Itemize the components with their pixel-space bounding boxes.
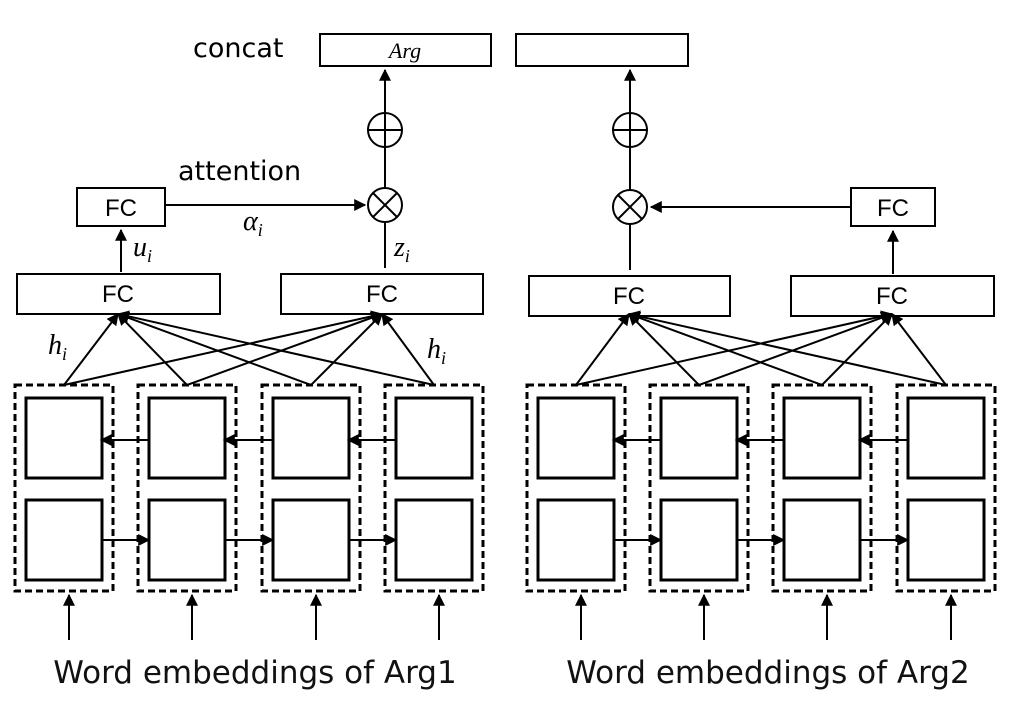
fc-box-left-1 (16, 273, 221, 315)
right-cell-forward-1 (536, 498, 616, 582)
z-label: zi (393, 232, 410, 266)
right-cell-backward-4 (906, 396, 986, 480)
output-box-left (319, 33, 492, 67)
h-label-left: hi (48, 330, 67, 364)
caption-arg1: Word embeddings of Arg1 (53, 655, 456, 691)
fc-attention-box-right (850, 187, 936, 227)
rnn-cells-left (13, 383, 485, 640)
left-cell-backward-1 (24, 396, 104, 480)
fc-label-left-2: FC (366, 281, 398, 308)
right-cell-forward-2 (659, 498, 739, 582)
right-cell-backward-1 (536, 396, 616, 480)
left-fan-4-1 (116, 310, 435, 386)
left-cell-backward-4 (394, 396, 474, 480)
right-fan-4-1 (627, 310, 947, 386)
fc-label-left-1: FC (102, 281, 134, 308)
right-fan-3-2 (821, 313, 893, 386)
multiply-op-right (612, 189, 648, 225)
left-fan-2-1 (117, 313, 188, 386)
fc-attention-box-left (76, 187, 166, 227)
left-fan-4-2 (381, 313, 435, 386)
attention-label: attention (178, 156, 301, 187)
left-cell-forward-3 (271, 498, 351, 582)
right-cell-forward-4 (906, 498, 986, 582)
caption-arg2: Word embeddings of Arg2 (566, 655, 969, 691)
right-fan-2-1 (628, 313, 700, 386)
multiply-op-left (367, 187, 403, 223)
connection-fans (63, 310, 947, 386)
u-label: ui (133, 232, 152, 266)
sum-op-left (367, 112, 403, 148)
fc-label-right-2: FC (876, 283, 908, 310)
left-cell-backward-3 (271, 396, 351, 480)
right-cell-forward-3 (782, 498, 862, 582)
left-cell-forward-4 (394, 498, 474, 582)
sum-op-right (612, 112, 648, 148)
left-cell-backward-2 (147, 396, 227, 480)
right-cell-backward-2 (659, 396, 739, 480)
left-fan-3-1 (116, 312, 312, 386)
output-box-right (515, 33, 689, 67)
h-label-right: hi (427, 334, 446, 368)
right-fan-4-2 (891, 313, 947, 386)
left-fan-1-2 (63, 310, 384, 386)
fc-label-right-1: FC (613, 283, 645, 310)
right-fan-1-2 (575, 310, 894, 386)
right-fan-3-1 (627, 312, 823, 386)
right-fan-2-2 (698, 312, 894, 386)
fc-attention-label-left: FC (105, 195, 137, 222)
right-fan-1-1 (575, 313, 630, 386)
rnn-cells-right (525, 383, 997, 640)
fc-attention-label-right: FC (877, 195, 909, 222)
left-fan-3-2 (310, 313, 383, 386)
fc-box-left-2 (280, 273, 484, 315)
left-fan-1-1 (63, 313, 119, 386)
right-cell-backward-3 (782, 396, 862, 480)
alpha-label: αi (243, 206, 263, 240)
left-cell-forward-1 (24, 498, 104, 582)
arg-box-label: Arg (387, 38, 421, 63)
left-cell-forward-2 (147, 498, 227, 582)
fc-box-right-1 (528, 275, 731, 317)
left-fan-2-2 (186, 312, 384, 386)
concat-label: concat (193, 33, 283, 64)
